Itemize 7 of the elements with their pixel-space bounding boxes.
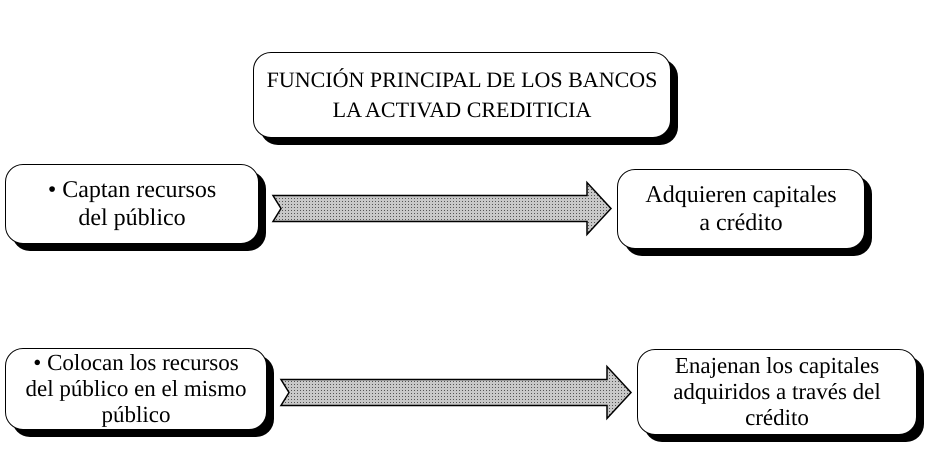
block-arrow — [272, 180, 612, 236]
box-text: • Captan recursos del público — [46, 176, 218, 232]
block-arrow — [280, 364, 632, 420]
box-text: Enajenan los capitales adquiridos a través del crédito — [672, 353, 882, 431]
box-text: Adquieren capitales a crédito — [644, 181, 838, 237]
box-text: • Colocan los recursos del público en el mismo público — [25, 350, 247, 428]
box-text: FUNCIÓN PRINCIPAL DE LOS BANCOS LA ACTIVAD CREDITICIA — [266, 66, 658, 124]
